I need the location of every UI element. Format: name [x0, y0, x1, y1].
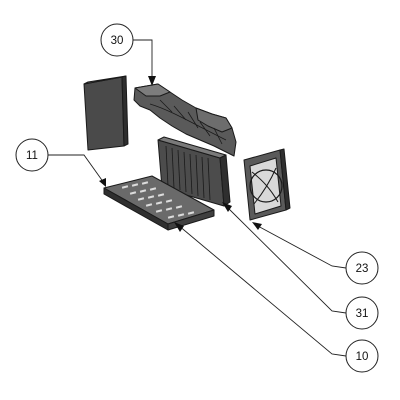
callout-23: 23	[345, 251, 379, 285]
callout-23-label: 23	[356, 263, 369, 275]
callout-30-label: 30	[111, 35, 124, 47]
callout-11: 11	[15, 138, 49, 172]
callout-10: 10	[345, 339, 379, 373]
leader-23	[252, 222, 347, 269]
leader-10	[174, 222, 347, 357]
leader-31	[222, 202, 347, 314]
leader-11	[46, 154, 106, 187]
part-10-grate	[103, 175, 215, 231]
callout-30: 30	[100, 23, 134, 57]
callout-11-label: 11	[26, 150, 38, 162]
part-23-side-panel	[243, 148, 291, 221]
callout-10-label: 10	[356, 351, 369, 363]
left-side-panel	[83, 75, 129, 151]
callout-31-label: 31	[356, 308, 369, 320]
leader-30	[133, 39, 156, 86]
callout-31: 31	[345, 296, 379, 330]
part-30-baffle	[133, 83, 237, 157]
